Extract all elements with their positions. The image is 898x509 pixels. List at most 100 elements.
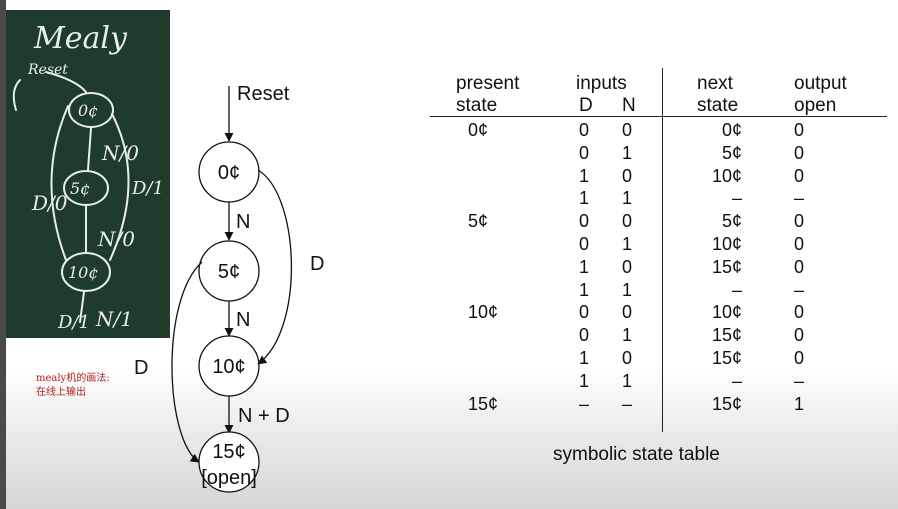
table-cell-n: –	[622, 393, 633, 414]
table-cell-open: –	[794, 370, 805, 391]
header-present-2: state	[456, 95, 498, 116]
table-cell-next: –	[731, 370, 742, 391]
table-cell-d: 0	[579, 211, 590, 232]
table-cell-n: 0	[622, 120, 633, 140]
table-cell-next: 10¢	[711, 165, 742, 186]
edge-d-5-15	[171, 261, 203, 463]
table-cell-open: 1	[794, 393, 805, 414]
chalk-label: Reset	[27, 62, 68, 78]
chalk-reset-arrow	[45, 71, 87, 93]
state-label: 10¢	[212, 356, 245, 378]
edge-label: D	[310, 253, 324, 275]
column-divider	[662, 68, 663, 432]
chalk-label: D/1	[57, 312, 90, 333]
table-cell-n: 0	[622, 211, 633, 232]
table-cell-open: 0	[794, 302, 805, 323]
edge-label: N	[236, 309, 250, 331]
chalk-label: 10¢	[68, 263, 99, 282]
state-label: 15¢	[212, 441, 245, 463]
table-cell-open: 0	[794, 325, 805, 346]
table-cell-d: 0	[579, 234, 590, 254]
table-cell-n: 0	[622, 165, 633, 186]
chalk-n-arrow-1	[87, 127, 92, 171]
header-open: open	[794, 95, 837, 116]
table-cell-next: 10¢	[711, 234, 742, 254]
chalk-label: D/1	[131, 178, 164, 199]
header-next: next	[697, 73, 733, 94]
table-cell-open: 0	[794, 120, 805, 140]
chalk-d-arc-right	[109, 113, 130, 261]
chalk-label: N/0	[97, 227, 135, 251]
edge-label: N + D	[238, 405, 290, 427]
table-cell-present: 15¢	[468, 393, 499, 414]
chalk-label: 5¢	[70, 179, 90, 198]
chalk-label: 0¢	[78, 101, 98, 120]
table-cell-open: 0	[794, 211, 805, 232]
table-cell-n: 0	[622, 256, 633, 277]
table-cell-next: 15¢	[711, 256, 742, 277]
table-cell-d: 1	[579, 370, 590, 391]
table-cell-next: 5¢	[721, 211, 742, 232]
table-cell-d: –	[579, 393, 590, 414]
table-cell-open: –	[794, 188, 805, 209]
table-cell-d: 1	[579, 165, 590, 186]
table-cell-n: 0	[622, 348, 633, 368]
table-cell-n: 0	[622, 302, 633, 323]
note-line: mealy机的画法:	[36, 373, 110, 384]
chalk-label: N/1	[95, 307, 133, 331]
table-cell-n: 1	[622, 325, 633, 346]
table-cell-present: 10¢	[468, 302, 499, 323]
chalk-label: N/0	[101, 141, 139, 165]
table-cell-present: 0¢	[468, 120, 489, 140]
chalk-stroke	[12, 79, 21, 111]
table-cell-next: –	[731, 279, 742, 300]
table-cell-open: –	[794, 279, 805, 300]
header-present: present	[456, 73, 520, 94]
note-line: 在线上输出	[36, 387, 86, 398]
table-cell-next: 10¢	[711, 302, 742, 323]
chalk-state-0	[68, 92, 114, 128]
table-cell-n: 1	[622, 142, 633, 163]
open-label: [open]	[201, 467, 257, 489]
table-cell-d: 0	[579, 142, 590, 163]
reset-label: Reset	[237, 83, 290, 105]
table-cell-next: 5¢	[721, 142, 742, 163]
table-cell-n: 1	[622, 279, 633, 300]
header-inputs: inputs	[576, 73, 627, 94]
edge-d-0-10	[257, 169, 293, 365]
table-cell-d: 0	[579, 120, 590, 140]
table-caption: symbolic state table	[553, 444, 720, 465]
chalk-d-arc-left	[50, 105, 69, 261]
table-cell-d: 1	[579, 256, 590, 277]
chalk-label: D/0	[31, 191, 68, 215]
table-cell-d: 1	[579, 279, 590, 300]
table-cell-open: 0	[794, 348, 805, 368]
table-cell-d: 0	[579, 302, 590, 323]
state-label: 0¢	[218, 162, 240, 184]
chalk-label: Mealy	[33, 21, 128, 56]
table-cell-open: 0	[794, 256, 805, 277]
chalkboard-drawing: Mealy Reset 0¢ 5¢ 10¢ N/0 N/0 N/1 D/0 D/…	[12, 21, 164, 333]
table-cell-open: 0	[794, 165, 805, 186]
table-cell-open: 0	[794, 234, 805, 254]
table-cell-next: –	[731, 188, 742, 209]
table-cell-n: 1	[622, 370, 633, 391]
header-n: N	[622, 95, 636, 116]
annotation-note: mealy机的画法: 在线上输出	[36, 372, 110, 400]
table-cell-d: 0	[579, 325, 590, 346]
header-output: output	[794, 73, 847, 94]
header-d: D	[579, 95, 593, 116]
table-cell-next: 15¢	[711, 325, 742, 346]
left-edge-bar	[0, 0, 6, 509]
table-cell-open: 0	[794, 142, 805, 163]
table-cell-n: 1	[622, 188, 633, 209]
table-cell-next: 15¢	[711, 348, 742, 368]
chalkboard-photo: Mealy Reset 0¢ 5¢ 10¢ N/0 N/0 N/1 D/0 D/…	[6, 10, 170, 338]
table-cell-next: 15¢	[711, 393, 742, 414]
header-rule	[430, 116, 887, 117]
table-cell-d: 1	[579, 188, 590, 209]
table-cell-present: 5¢	[468, 211, 489, 232]
table-cell-d: 1	[579, 348, 590, 368]
state-label: 5¢	[218, 261, 240, 283]
